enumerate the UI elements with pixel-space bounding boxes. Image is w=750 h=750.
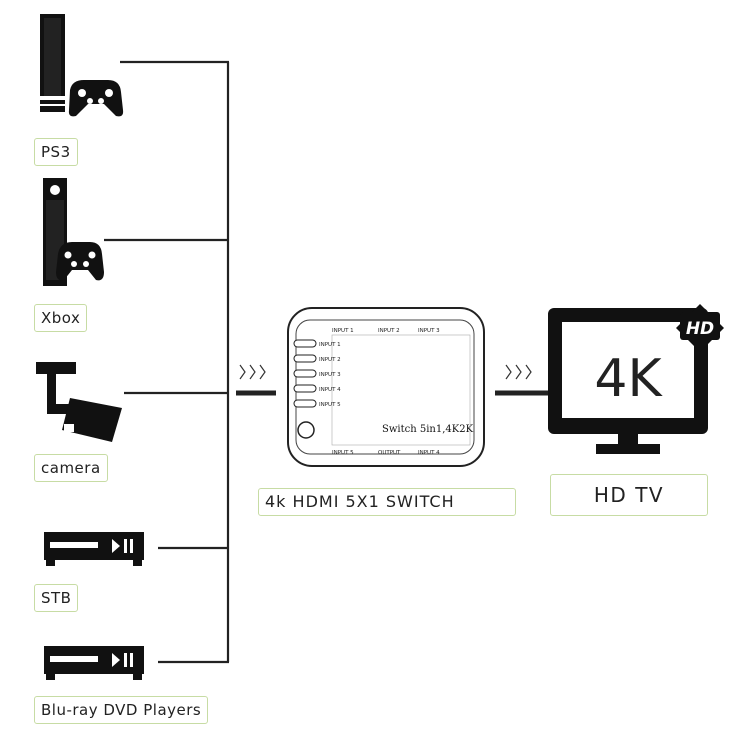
device-label-camera: camera <box>34 454 108 482</box>
device-label-bluray: Blu-ray DVD Players <box>34 696 209 724</box>
signal-chevrons-left <box>239 364 266 380</box>
switch-side-input-3: INPUT 3 <box>319 372 341 378</box>
hdmi-switch-device: INPUT 1 INPUT 2 INPUT 3 INPUT 1 INPUT 2 … <box>287 307 485 467</box>
hd-badge-icon: HD <box>676 304 724 352</box>
switch-top-port-3: INPUT 3 <box>418 328 440 334</box>
tv-screen-text: 4K <box>594 349 663 409</box>
switch-side-buttons <box>293 339 317 408</box>
bluray-icon <box>44 646 144 680</box>
device-label-xbox: Xbox <box>34 304 88 332</box>
xbox-console-icon <box>43 178 67 286</box>
tv-caption: HD TV <box>550 474 708 516</box>
switch-side-input-4: INPUT 4 <box>319 387 341 393</box>
device-label-stb: STB <box>34 584 79 612</box>
xbox-controller-icon <box>56 242 104 281</box>
tv-icon: 4K HD <box>548 304 724 454</box>
switch-bottom-port-2: OUTPUT <box>378 450 401 456</box>
device-label-ps3: PS3 <box>34 138 78 166</box>
ps3-console-icon <box>40 14 66 112</box>
switch-top-port-2: INPUT 2 <box>378 328 400 334</box>
switch-side-input-2: INPUT 2 <box>319 357 341 363</box>
switch-bottom-port-labels: INPUT 5 OUTPUT INPUT 4 <box>332 450 440 456</box>
switch-bottom-port-1: INPUT 5 <box>332 450 354 456</box>
switch-side-input-1: INPUT 1 <box>319 342 341 348</box>
switch-caption: 4k HDMI 5X1 SWITCH <box>258 488 516 516</box>
switch-side-input-5: INPUT 5 <box>319 402 341 408</box>
connector-lines <box>104 60 230 664</box>
switch-select-button <box>297 421 315 439</box>
ps3-controller-icon <box>68 80 124 117</box>
switch-bottom-port-3: INPUT 4 <box>418 450 440 456</box>
hd-badge-text: HD <box>686 319 714 339</box>
switch-model-text: Switch 5in1,4K2K <box>382 424 474 435</box>
camera-icon <box>36 362 122 442</box>
switch-side-input-labels: INPUT 1 INPUT 2 INPUT 3 INPUT 4 INPUT 5 <box>319 342 341 408</box>
switch-top-port-labels: INPUT 1 INPUT 2 INPUT 3 <box>332 328 440 334</box>
stb-icon <box>44 532 144 566</box>
signal-chevrons-right <box>505 364 532 380</box>
switch-top-port-1: INPUT 1 <box>332 328 354 334</box>
